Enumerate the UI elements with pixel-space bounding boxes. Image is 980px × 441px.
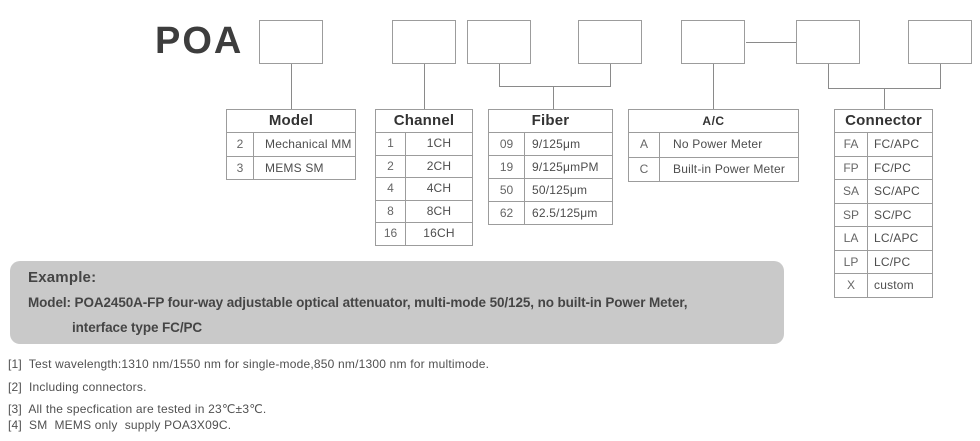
footnote-4: [4] SM MEMS only supply POA3X09C. <box>8 418 232 432</box>
connector-code-cell: SA <box>835 180 868 203</box>
channel-code-cell: 4 <box>376 178 406 200</box>
model-table-header: Model <box>268 112 314 129</box>
model-row: 2 Mechanical MM <box>227 132 355 156</box>
connector-left-stem-line <box>828 64 829 88</box>
model-code-cell: 2 <box>227 133 254 156</box>
connector-desc-cell: custom <box>874 278 914 292</box>
fiber-code-cell: 19 <box>489 156 525 178</box>
footnote-2: [2] Including connectors. <box>8 380 147 394</box>
model-code-cell: 3 <box>227 156 254 179</box>
product-prefix-title: POA <box>155 20 244 62</box>
ac-desc-cell: Built-in Power Meter <box>673 161 786 176</box>
ac-stem-line <box>713 64 714 109</box>
channel-desc-cell: 2CH <box>426 158 452 173</box>
channel-row: 4 4CH <box>376 177 472 200</box>
fiber-desc-cell: 62.5/125μm <box>532 206 598 220</box>
example-interface-line: interface type FC/PC <box>72 320 203 335</box>
connector-desc-cell: SC/APC <box>874 184 920 198</box>
example-model-line: Model: POA2450A-FP four-way adjustable o… <box>28 295 688 310</box>
connector-desc-cell: FC/APC <box>874 137 920 151</box>
channel-code-cell: 8 <box>376 200 406 222</box>
code-box-connector-2 <box>908 20 972 64</box>
model-stem-line <box>291 64 292 109</box>
channel-code-cell: 2 <box>376 155 406 177</box>
example-block: Example: Model: POA2450A-FP four-way adj… <box>10 261 784 344</box>
fiber-desc-cell: 50/125μm <box>532 183 588 197</box>
fiber-code-cell: 50 <box>489 179 525 201</box>
connector-right-stem-line <box>940 64 941 88</box>
connector-desc-cell: LC/APC <box>874 231 919 245</box>
connector-desc-cell: LC/PC <box>874 254 911 269</box>
connector-mid-stem-line <box>884 88 885 109</box>
channel-table: Channel 1 1CH 2 2CH 4 4CH 8 8CH 16 16CH <box>375 109 473 246</box>
fiber-right-stem-line <box>610 64 611 86</box>
fiber-desc-cell: 9/125μm <box>532 137 581 151</box>
channel-desc-cell: 8CH <box>426 203 452 218</box>
code-box-ac <box>681 20 745 64</box>
model-desc-cell: MEMS SM <box>265 160 324 175</box>
ac-code-cell: C <box>629 157 660 181</box>
footnote-3: [3] All the specfication are tested in 2… <box>8 402 267 416</box>
connector-table-header: Connector <box>845 112 922 129</box>
channel-code-cell: 16 <box>376 223 406 245</box>
connector-row: FA FC/APC <box>835 132 932 156</box>
code-box-model <box>259 20 323 64</box>
connector-code-cell: LA <box>835 227 868 250</box>
ac-code-cell: A <box>629 133 660 157</box>
model-table: Model 2 Mechanical MM 3 MEMS SM <box>226 109 356 180</box>
fiber-row: 19 9/125μmPM <box>489 155 612 178</box>
ac-row: A No Power Meter <box>629 132 798 157</box>
channel-stem-line <box>424 64 425 109</box>
footnote-1: [1] Test wavelength:1310 nm/1550 nm for … <box>8 357 490 371</box>
connector-code-cell: LP <box>835 250 868 273</box>
connector-row: FP FC/PC <box>835 155 932 179</box>
connector-code-cell: FP <box>835 156 868 179</box>
connector-desc-cell: FC/PC <box>874 160 911 175</box>
ac-desc-cell: No Power Meter <box>673 137 763 151</box>
channel-table-header: Channel <box>393 112 455 129</box>
connector-code-cell: FA <box>835 133 868 156</box>
ac-row: C Built-in Power Meter <box>629 156 798 181</box>
channel-code-cell: 1 <box>376 133 406 155</box>
fiber-desc-cell: 9/125μmPM <box>532 160 599 174</box>
fiber-row: 50 50/125μm <box>489 178 612 201</box>
connector-code-cell: X <box>835 274 868 297</box>
code-box-fiber-1 <box>467 20 531 64</box>
connector-row: SP SC/PC <box>835 202 932 226</box>
channel-row: 1 1CH <box>376 132 472 155</box>
channel-desc-cell: 16CH <box>423 226 455 240</box>
channel-desc-cell: 4CH <box>426 181 452 195</box>
connector-row: LA LC/APC <box>835 226 932 250</box>
fiber-left-stem-line <box>499 64 500 86</box>
channel-row: 2 2CH <box>376 154 472 177</box>
fiber-merge-line <box>499 86 611 87</box>
code-box-channel <box>392 20 456 64</box>
model-row: 3 MEMS SM <box>227 155 355 179</box>
code-box-fiber-2 <box>578 20 642 64</box>
connector-row: SA SC/APC <box>835 179 932 203</box>
fiber-code-cell: 62 <box>489 202 525 224</box>
fiber-code-cell: 09 <box>489 133 525 155</box>
ac-table-header: A/C <box>702 114 725 128</box>
channel-desc-cell: 1CH <box>426 136 452 150</box>
fiber-table: Fiber 09 9/125μm 19 9/125μmPM 50 50/125μm 62 62.… <box>488 109 613 225</box>
connector-desc-cell: SC/PC <box>874 207 912 222</box>
channel-row: 16 16CH <box>376 222 472 245</box>
fiber-row: 09 9/125μm <box>489 132 612 155</box>
fiber-mid-stem-line <box>553 86 554 109</box>
example-label: Example: <box>28 269 97 286</box>
connector-row: LP LC/PC <box>835 249 932 273</box>
fiber-row: 62 62.5/125μm <box>489 201 612 224</box>
connector-code-cell: SP <box>835 203 868 226</box>
channel-row: 8 8CH <box>376 199 472 222</box>
code-box-connector-1 <box>796 20 860 64</box>
hyphen-line <box>746 42 796 43</box>
model-desc-cell: Mechanical MM <box>265 137 352 151</box>
fiber-table-header: Fiber <box>531 112 570 129</box>
